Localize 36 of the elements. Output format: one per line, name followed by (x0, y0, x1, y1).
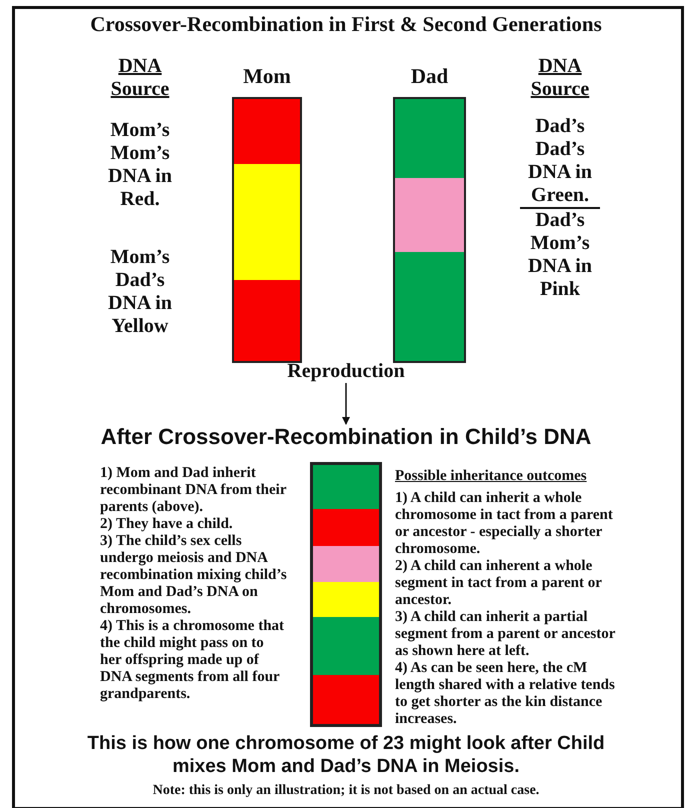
column-heading: DNA Source (530, 55, 590, 101)
heading: Reproduction (246, 360, 446, 383)
chromosome-segment (313, 616, 379, 676)
outcome-text: 4) As can be seen here, the cM length shared with a relative tends to get shorter as the kin distance increases. (395, 660, 616, 728)
numbered-step: 1) Mom and Dad inherit recombinant DNA from their parents (above). (100, 465, 288, 516)
chromosome-bar (310, 462, 382, 727)
section-heading: Possible inheritance outcomes (395, 468, 588, 485)
color-key-text: Mom’s Dad’s DNA in Yellow (107, 246, 173, 338)
numbered-step: 2) They have a child. (100, 516, 288, 533)
chromosome-segment (313, 465, 379, 509)
outcome-text: 1) A child can inherit a whole chromosome in tact from a parent or ancestor - especially a shorter chromosome. (395, 490, 614, 558)
outcome-text: 3) A child can inherit a partial segment from a parent or ancestor as shown here at left. (395, 609, 616, 660)
column-heading: DNA Source (110, 55, 170, 101)
heading: After Crossover-Recombination in Child’s DNA (15, 424, 677, 450)
chromosome-segment (234, 99, 300, 164)
color-key-text: Mom’s Mom’s DNA in Red. (107, 119, 173, 211)
footnote: Note: this is only an illustration; it is not based on an actual case. (152, 783, 540, 799)
color-key-text: Dad’s Dad’s DNA in Green. (520, 115, 600, 209)
chromosome-segment (313, 675, 379, 724)
chromosome-segment (234, 164, 300, 280)
chromosome-segment (395, 99, 464, 178)
chromosome-segment (234, 280, 300, 361)
chromosome-segment (313, 546, 379, 582)
chromosome-segment (313, 508, 379, 546)
chromosome-label: Mom (242, 63, 292, 90)
chromosome-segment (395, 252, 464, 361)
diagram-title: Crossover-Recombination in First & Second Generations (89, 12, 603, 37)
summary-text: This is how one chromosome of 23 might look after Child mixes Mom and Dad’s DNA in Meiosis. (86, 732, 606, 778)
arrow (342, 383, 350, 425)
numbered-step: 4) This is a chromosome that the child might pass on to her offspring made up of DNA segments from all four grandparents. (100, 618, 288, 703)
numbered-step: 3) The child’s sex cells undergo meiosis and DNA recombination mixing child’s Mom and Dad’s DNA on chromosomes. (100, 533, 288, 618)
chromosome-segment (395, 178, 464, 252)
chromosome-segment (313, 582, 379, 617)
color-key-text: Dad’s Mom’s DNA in Pink (527, 209, 593, 301)
outcome-text: 2) A child can inherent a whole segment in tact from a parent or ancestor. (395, 558, 603, 609)
chromosome-label: Dad (410, 63, 450, 90)
